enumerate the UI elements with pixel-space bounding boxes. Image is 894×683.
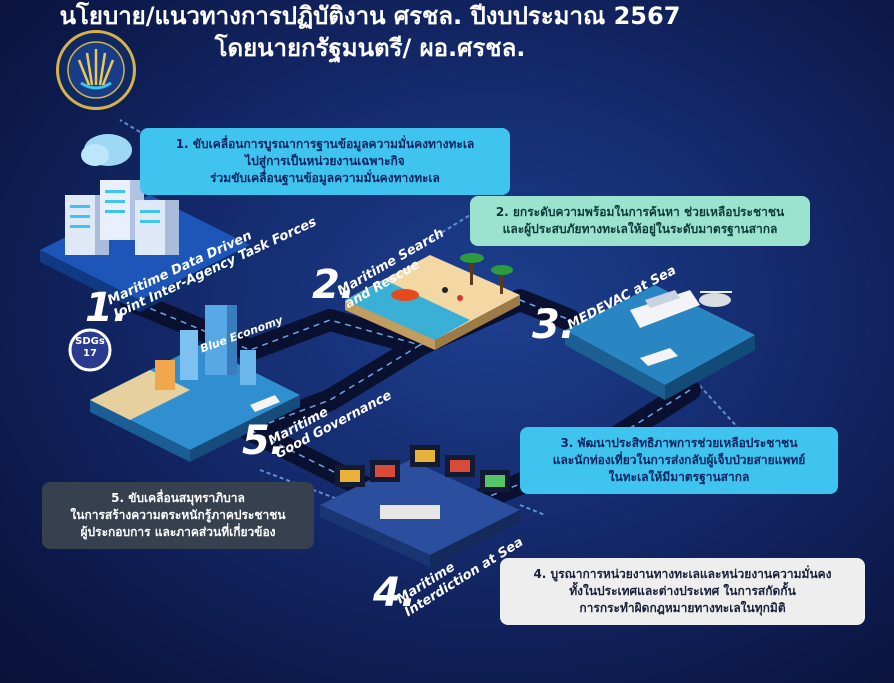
policy-box-1: 1. ขับเคลื่อนการบูรณาการฐานข้อมูลความมั่…	[140, 128, 510, 195]
policy-3-line-3: ในทะเลให้มีมาตรฐานสากล	[608, 470, 750, 484]
control-room-tile	[320, 445, 520, 567]
policy-1-line-1: 1. ขับเคลื่อนการบูรณาการฐานข้อมูลความมั่…	[175, 137, 475, 151]
policy-1-line-2: ไปสู่การเป็นหน่วยงานเฉพาะกิจ	[245, 154, 405, 168]
stage-2-number: 2.	[312, 262, 356, 308]
policy-box-2: 2. ยกระดับความพร้อมในการค้นหา ช่วยเหลือป…	[470, 196, 810, 246]
policy-4-line-2: ทั้งในประเทศและต่างประเทศ ในการสกัดกั้น	[569, 584, 796, 598]
policy-5-line-3: ผู้ประกอบการ และภาคส่วนที่เกี่ยวข้อง	[80, 525, 276, 539]
sdgs-label: SDGs 17	[72, 336, 108, 360]
policy-1-line-3: ร่วมขับเคลื่อนฐานข้อมูลความมั่นคงทางทะเล	[210, 171, 440, 185]
beach-rescue-tile	[345, 253, 520, 350]
policy-2-line-2: และผู้ประสบภัยทางทะเลให้อยู่ในระดับมาตรฐ…	[502, 222, 778, 236]
title-line-1: นโยบาย/แนวทางการปฏิบัติงาน ศรชล. ปีงบประ…	[59, 2, 681, 30]
policy-box-3: 3. พัฒนาประสิทธิภาพการช่วยเหลือประชาชน แ…	[520, 427, 838, 494]
policy-5-line-2: ในการสร้างความตระหนักรู้ภาคประชาชน	[70, 508, 286, 522]
sdgs-text: SDGs	[75, 336, 105, 347]
stage-4-number: 4.	[373, 570, 417, 616]
medevac-tile	[565, 285, 755, 400]
city-tile	[90, 305, 300, 462]
policy-3-line-2: และนักท่องเที่ยวในการส่งกลับผู้เจ็บป่วยส…	[552, 453, 806, 467]
policy-box-4: 4. บูรณาการหน่วยงานทางทะเลและหน่วยงานควา…	[500, 558, 865, 625]
sdgs-number: 17	[83, 348, 97, 359]
thai-maritime-enforcement-seal-icon	[67, 41, 125, 99]
stage-3-number: 3.	[532, 302, 576, 348]
title-line-2: โดยนายกรัฐมนตรี/ ผอ.ศรชล.	[214, 34, 526, 62]
datacenter-tile	[40, 134, 250, 312]
policy-3-line-1: 3. พัฒนาประสิทธิภาพการช่วยเหลือประชาชน	[560, 436, 798, 450]
policy-5-line-1: 5. ขับเคลื่อนสมุทราภิบาล	[111, 491, 245, 505]
stage-5-number: 5.	[242, 418, 286, 464]
policy-4-line-1: 4. บูรณาการหน่วยงานทางทะเลและหน่วยงานควา…	[533, 567, 832, 581]
policy-box-5: 5. ขับเคลื่อนสมุทราภิบาล ในการสร้างความต…	[42, 482, 314, 549]
page-title: นโยบาย/แนวทางการปฏิบัติงาน ศรชล. ปีงบประ…	[0, 0, 740, 64]
policy-4-line-3: การกระทำผิดกฎหมายทางทะเลในทุกมิติ	[579, 601, 786, 615]
sdgs-badge	[68, 328, 112, 372]
policy-2-line-1: 2. ยกระดับความพร้อมในการค้นหา ช่วยเหลือป…	[495, 205, 785, 219]
agency-seal-logo	[56, 30, 136, 110]
stage-1-number: 1.	[85, 285, 129, 331]
